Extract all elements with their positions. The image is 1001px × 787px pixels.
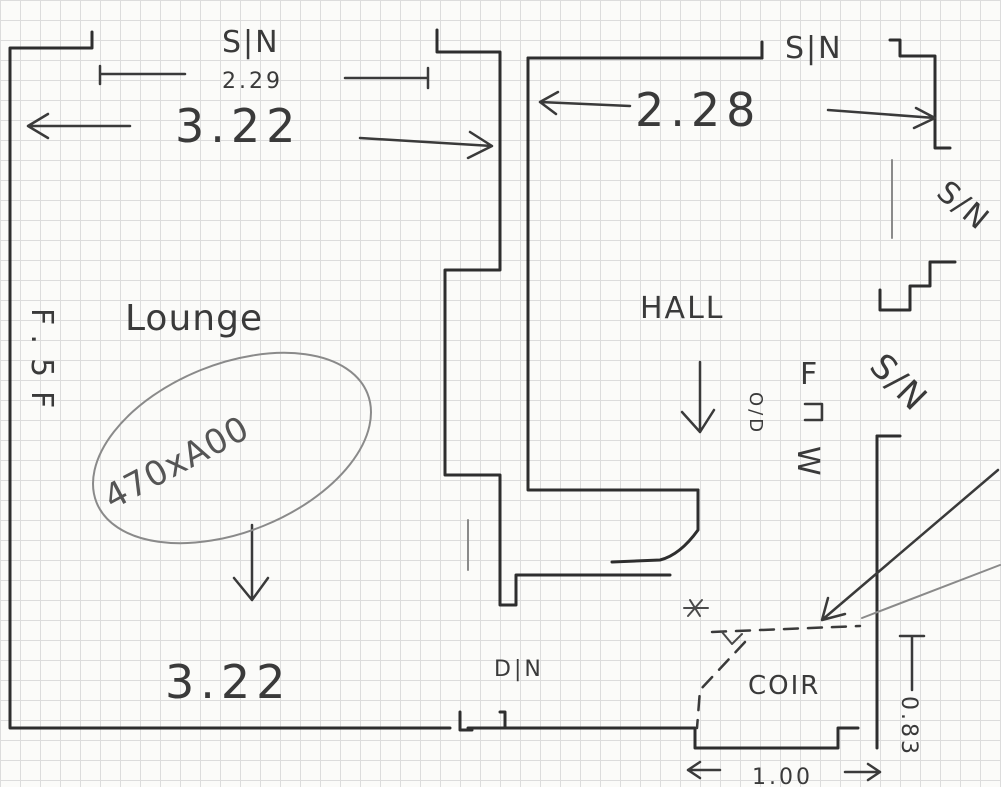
lounge-sn-width: 2.29	[222, 69, 283, 94]
sn-top-left: S|N	[222, 25, 280, 60]
lounge-label: Lounge	[125, 298, 263, 339]
pencil-ellipse	[92, 351, 372, 545]
hall-code-f: F	[800, 357, 819, 392]
sn-right-upper: S/N	[930, 174, 997, 238]
hall-label: HALL	[640, 291, 725, 326]
sn-top-right: S|N	[785, 31, 843, 66]
lounge-width-bottom: 3.22	[165, 655, 291, 709]
dimension-lines	[26, 64, 1000, 782]
hall-code-w: W	[790, 446, 825, 478]
pencil-note: 470xA00	[97, 408, 256, 518]
coir-depth: 0.83	[896, 696, 921, 757]
pencil-marks	[92, 159, 1001, 619]
text-labels: S|N 2.29 3.22 S|N 2.28 S/N Lounge HALL F…	[24, 25, 996, 787]
right-side-steps	[875, 38, 957, 438]
tick-mark	[721, 631, 743, 645]
coir-label: COIR	[748, 671, 820, 701]
coir-width: 1.00	[752, 765, 813, 787]
lounge-walls	[8, 28, 672, 730]
hall-walls	[458, 40, 879, 750]
lounge-side-code: F.5F	[24, 308, 59, 422]
hall-width: 2.28	[635, 83, 761, 137]
sn-right-lower: S/N	[862, 346, 936, 420]
lounge-width-top: 3.22	[175, 99, 301, 153]
asterisk-mark	[683, 599, 709, 617]
coir-boundary	[683, 599, 862, 730]
hall-code-od: O/D	[745, 392, 766, 435]
dn-label: D|N	[494, 657, 544, 682]
